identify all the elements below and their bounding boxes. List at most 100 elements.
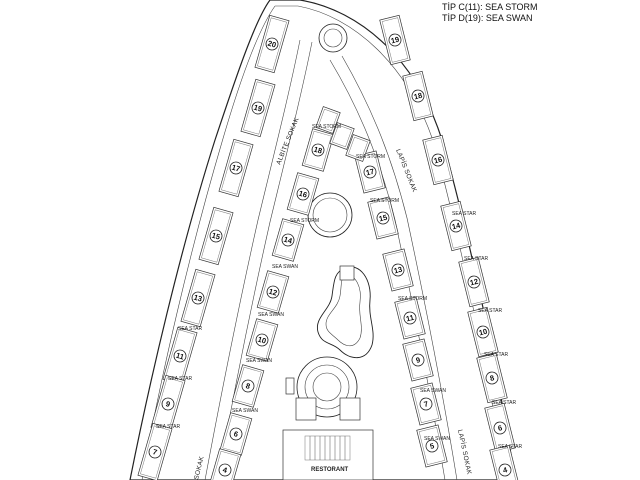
unit-type-label: SEA SWAN	[258, 312, 284, 318]
outer-left-unit: 11	[162, 326, 198, 386]
inner-right-unit: 9	[402, 338, 434, 382]
unit-type-label: SEA STORM	[356, 154, 385, 160]
pool-inner	[325, 275, 362, 347]
inner-left-unit: 8	[231, 364, 265, 408]
unit-number: 18	[413, 91, 423, 102]
central-building-gate	[285, 377, 295, 395]
central-building-wing-left	[295, 397, 317, 421]
inner-right-unit: 15	[367, 196, 399, 240]
unit-type-label: SEA SWAN	[232, 408, 258, 414]
central-building-ring	[304, 364, 350, 410]
unit-type-label: SEA STAR	[478, 308, 502, 314]
unit-number: 7	[423, 399, 429, 409]
unit-type-label: SEA STAR	[464, 256, 488, 262]
inner-unit	[329, 122, 355, 150]
unit-type-label: SEA STAR	[484, 352, 508, 358]
restaurant-core	[304, 435, 351, 461]
inner-unit	[315, 106, 341, 134]
outer-left-unit: 15	[198, 206, 234, 266]
legend-line-swan: TİP D(19): SEA SWAN	[442, 13, 533, 23]
unit-type-label: SEA STAR	[178, 326, 202, 332]
street-lapis: LAPİS SOKAK	[394, 147, 420, 193]
unit-number: 17	[231, 163, 242, 174]
inner-left-unit: 4	[208, 448, 242, 480]
unit-number: 19	[390, 35, 400, 46]
unit-number: 13	[193, 293, 204, 304]
outer-right-unit: 18	[402, 70, 434, 122]
unit-type-label: SEA STAR	[492, 400, 516, 406]
central-roundabout-inner	[312, 197, 348, 233]
street-albite: ALBİTE SOKAK	[274, 115, 301, 165]
unit-number: 4	[222, 465, 229, 475]
outer-left-unit: 19	[240, 78, 276, 138]
unit-type-label: SEA SWAN	[272, 264, 298, 270]
unit-number: 11	[175, 351, 185, 362]
unit-number: 10	[478, 327, 488, 338]
unit-type-label: SEA STAR	[156, 424, 180, 430]
unit-number: 6	[233, 429, 239, 439]
unit-number: 16	[298, 189, 309, 200]
outer-right-unit: 19	[379, 14, 411, 66]
road-albite-right-edge	[217, 41, 313, 480]
outer-right-unit: 14	[440, 200, 472, 252]
restaurant-hatch	[309, 436, 346, 460]
unit-number: 18	[313, 145, 324, 156]
unit-number: 14	[451, 221, 462, 232]
inner-right-unit: 11	[394, 296, 426, 340]
unit-number: 20	[267, 39, 278, 50]
unit-number: 12	[469, 277, 479, 288]
unit-type-label: SEA STORM	[312, 124, 341, 130]
unit-type-label: SEA STORM	[370, 198, 399, 204]
outer-left-unit: 7	[137, 422, 173, 480]
unit-number: 9	[165, 399, 171, 409]
restaurant-label: RESTORANT	[311, 467, 349, 473]
inner-left-unit: 6	[219, 412, 253, 456]
unit-number: 5	[429, 441, 435, 451]
unit-number: 10	[257, 335, 268, 346]
pool-deck	[339, 265, 355, 281]
unit-number: 15	[378, 213, 388, 224]
central-building-wing-right	[339, 397, 361, 421]
outer-left-unit: 17	[218, 138, 254, 198]
plot-boundary-inner-left	[141, 5, 276, 480]
inner-left-unit: 12	[256, 270, 290, 314]
unit-type-label: SEA STAR	[498, 444, 522, 450]
inner-right-unit: 5	[416, 424, 448, 468]
unit-number: 13	[393, 265, 403, 276]
unit-number: 11	[405, 313, 415, 324]
inner-left-unit: 10	[245, 318, 279, 362]
outer-right-unit: 12	[458, 256, 490, 308]
outer-right-unit: 4	[489, 444, 521, 480]
unit-type-legend: TİP C(11): SEA STORM TİP D(19): SEA SWAN	[442, 2, 538, 24]
unit-number: 7	[152, 447, 158, 457]
unit-number: 8	[489, 373, 495, 383]
unit-type-label: SEA SWAN	[424, 436, 450, 442]
unit-number: 17	[365, 167, 375, 178]
restaurant-building	[282, 429, 374, 480]
unit-number: 16	[433, 155, 443, 166]
unit-type-label: SEA STORM	[290, 218, 319, 224]
inner-unit	[345, 134, 371, 162]
unit-number: 19	[253, 103, 264, 114]
top-roundabout-inner	[323, 28, 343, 48]
unit-number: 15	[211, 231, 222, 242]
central-building-core	[312, 372, 342, 402]
unit-number: 8	[245, 381, 251, 391]
street-lapis-lower: LAPİS SOKAK	[456, 429, 474, 476]
unit-number: 12	[268, 287, 279, 298]
top-roundabout	[318, 23, 348, 53]
outer-right-unit: 10	[467, 306, 499, 358]
road-lapis-right-edge	[341, 55, 458, 480]
inner-right-unit: 13	[382, 248, 414, 292]
outer-right-unit: 8	[476, 352, 508, 404]
unit-number: 14	[283, 235, 294, 246]
street-lower-left: SOKAK	[193, 455, 206, 480]
outer-left-unit: 20	[254, 14, 290, 74]
unit-type-label: SEA STORM	[398, 296, 427, 302]
inner-left-unit: 16	[286, 172, 320, 216]
road-albite-left-edge	[204, 39, 301, 480]
inner-left-unit: 18	[301, 128, 335, 172]
housing-units: 20 19 17 15 13 11 9 7 19 18 16 14 12 10 8 6 4 18 16 14 12 10 8…	[137, 14, 522, 480]
unit-number: 9	[415, 355, 421, 365]
